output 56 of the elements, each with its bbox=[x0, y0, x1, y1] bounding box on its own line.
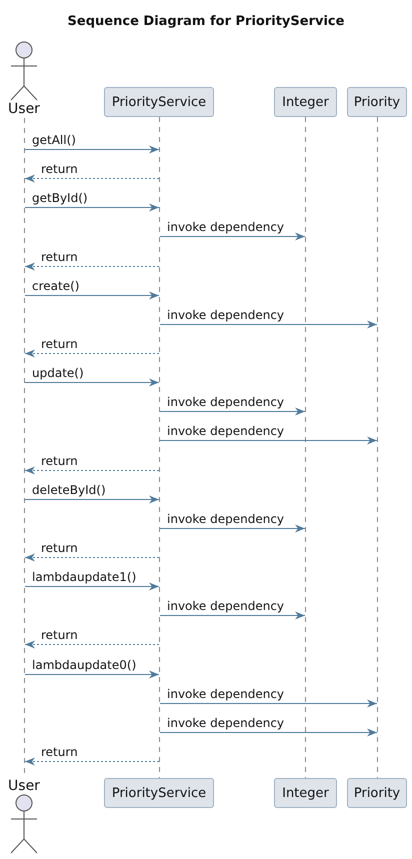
message-arrow bbox=[160, 320, 378, 328]
message-arrow bbox=[24, 204, 160, 212]
return-arrow bbox=[24, 758, 160, 766]
message-arrow bbox=[160, 524, 306, 532]
message-arrow bbox=[24, 292, 160, 300]
message-arrow bbox=[24, 496, 160, 504]
message-label: return bbox=[41, 628, 78, 642]
message-label: invoke dependency bbox=[167, 716, 284, 730]
message-arrow bbox=[24, 670, 160, 678]
message-arrow bbox=[160, 436, 378, 444]
return-arrow bbox=[24, 174, 160, 182]
message-label: invoke dependency bbox=[167, 512, 284, 526]
lifeline bbox=[377, 117, 378, 778]
message-label: getAll() bbox=[32, 132, 76, 146]
participant-box: Integer bbox=[274, 778, 337, 808]
message-label: return bbox=[41, 454, 78, 468]
message-label: getById() bbox=[32, 190, 88, 204]
message-label: return bbox=[41, 540, 78, 554]
participant-box: Priority bbox=[347, 87, 407, 117]
message-label: return bbox=[41, 336, 78, 350]
participant-box: Priority bbox=[347, 778, 407, 808]
message-label: invoke dependency bbox=[167, 686, 284, 700]
actor-label: User bbox=[8, 778, 40, 794]
message-arrow bbox=[160, 612, 306, 620]
message-label: return bbox=[41, 162, 78, 176]
message-label: invoke dependency bbox=[167, 220, 284, 234]
message-label: return bbox=[41, 250, 78, 264]
participant-box: PriorityService bbox=[104, 87, 214, 117]
return-arrow bbox=[24, 640, 160, 648]
lifeline bbox=[305, 117, 306, 778]
participant-box: Integer bbox=[274, 87, 337, 117]
actor-label: User bbox=[8, 101, 40, 117]
participant-box: PriorityService bbox=[104, 778, 214, 808]
message-label: invoke dependency bbox=[167, 424, 284, 438]
return-arrow bbox=[24, 262, 160, 270]
message-label: update() bbox=[32, 366, 84, 380]
message-arrow bbox=[160, 232, 306, 240]
message-label: deleteById() bbox=[32, 482, 106, 496]
return-arrow bbox=[24, 554, 160, 562]
message-arrow bbox=[24, 582, 160, 590]
return-arrow bbox=[24, 466, 160, 474]
message-label: create() bbox=[32, 278, 80, 292]
message-label: return bbox=[41, 744, 78, 758]
message-label: lambdaupdate0() bbox=[32, 658, 136, 672]
title: Sequence Diagram for PriorityService bbox=[68, 14, 344, 30]
return-arrow bbox=[24, 350, 160, 358]
message-arrow bbox=[160, 700, 378, 708]
lifeline bbox=[159, 117, 160, 778]
message-arrow bbox=[160, 728, 378, 736]
message-arrow bbox=[24, 146, 160, 154]
message-label: invoke dependency bbox=[167, 394, 284, 408]
message-label: invoke dependency bbox=[167, 598, 284, 612]
message-label: invoke dependency bbox=[167, 308, 284, 322]
message-arrow bbox=[24, 378, 160, 386]
message-arrow bbox=[160, 408, 306, 416]
message-label: lambdaupdate1() bbox=[32, 570, 136, 584]
